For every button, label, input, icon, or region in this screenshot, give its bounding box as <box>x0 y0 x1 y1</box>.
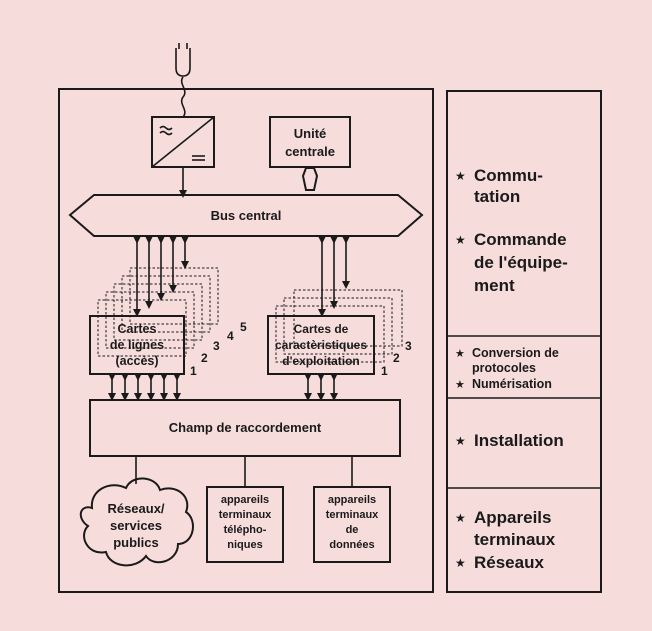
star-bullet-icon: ★ <box>455 556 466 570</box>
app-tel-line1: appareils <box>221 494 269 506</box>
app-don-line4: données <box>329 539 374 551</box>
cartes-lignes-num-1: 1 <box>190 364 197 378</box>
legend-commutation-line1: Commu- <box>474 166 543 185</box>
legend-panel <box>446 90 602 593</box>
app-tel-line2: terminaux <box>219 509 272 521</box>
star-bullet-icon: ★ <box>455 169 466 183</box>
cloud-icon <box>79 477 194 567</box>
reseaux-line3: publics <box>113 535 159 550</box>
app-don-line3: de <box>346 524 359 536</box>
bus-central <box>68 194 424 237</box>
app-tel-line3: télépho- <box>224 524 267 536</box>
reseaux-line2: services <box>110 518 162 533</box>
cartes-carac-num-3: 3 <box>405 339 412 353</box>
bus-carac-arrows <box>318 236 350 317</box>
system-frame <box>58 88 434 593</box>
unite-centrale-connector <box>301 167 319 191</box>
cartes-carac-line2: caractèristiques <box>275 338 367 352</box>
star-bullet-icon: ★ <box>455 434 466 448</box>
star-bullet-icon: ★ <box>455 511 466 525</box>
cartes-carac-num-1: 1 <box>381 364 388 378</box>
cartes-lignes-num-5: 5 <box>240 320 247 334</box>
cartes-lignes-line2: de lignes <box>110 338 164 352</box>
star-bullet-icon: ★ <box>455 379 465 391</box>
legend-commande-line3: ment <box>474 276 515 295</box>
reseaux-line1: Réseaux/ <box>107 501 164 516</box>
cartes-carac-num-2: 2 <box>393 351 400 365</box>
cartes-lignes-line3: (accès) <box>115 354 158 368</box>
legend-numerisation: Numérisation <box>472 377 552 391</box>
legend-conversion-line1: Conversion de <box>472 346 559 360</box>
app-don-box <box>313 486 391 563</box>
cartes-carac-line3: d'exploitation <box>282 354 360 368</box>
cartes-lignes-num-4: 4 <box>227 329 234 343</box>
unite-centrale-line2: centrale <box>285 144 335 159</box>
legend-appareils-line2: terminaux <box>474 530 556 549</box>
cartes-carac-line1: Cartes de <box>294 322 349 336</box>
converter-icon <box>151 116 215 168</box>
legend-commande-line2: de l'équipe- <box>474 253 568 272</box>
legend-commutation-line2: tation <box>474 187 520 206</box>
cartes-carac-stack <box>275 289 403 363</box>
power-plug-icon <box>175 43 191 118</box>
legend-appareils-line1: Appareils <box>474 508 551 527</box>
star-bullet-icon: ★ <box>455 348 465 360</box>
cartes-lignes-line1: Cartes <box>118 322 157 336</box>
carac-champ-arrows <box>304 373 338 401</box>
legend-reseaux: Réseaux <box>474 553 544 572</box>
legend-installation: Installation <box>474 431 564 450</box>
app-tel-line4: niques <box>227 539 262 551</box>
cartes-lignes-num-3: 3 <box>213 339 220 353</box>
app-don-line2: terminaux <box>326 509 379 521</box>
bus-central-label: Bus central <box>211 208 282 223</box>
unite-centrale-box <box>269 116 351 168</box>
star-bullet-icon: ★ <box>455 233 466 247</box>
unite-centrale-line1: Unité <box>294 126 327 141</box>
champ-raccordement-label: Champ de raccordement <box>169 420 322 435</box>
cartes-lignes-num-2: 2 <box>201 351 208 365</box>
legend-commande-line1: Commande <box>474 230 567 249</box>
legend-conversion-line2: protocoles <box>472 361 536 375</box>
app-tel-box <box>206 486 284 563</box>
lignes-champ-arrows <box>108 373 181 401</box>
app-don-line1: appareils <box>328 494 376 506</box>
